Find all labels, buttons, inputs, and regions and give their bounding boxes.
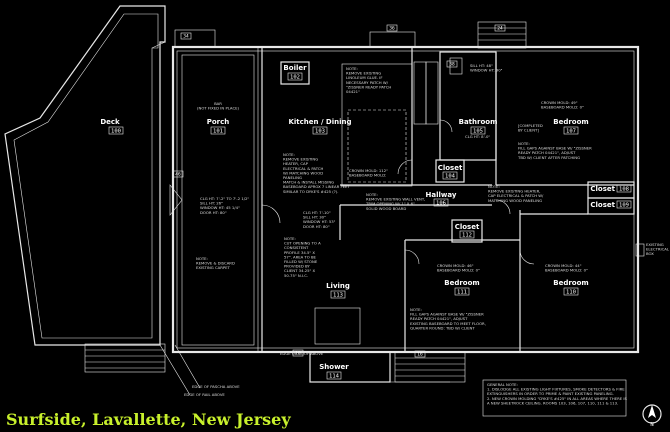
rear-stairs [174, 21, 527, 49]
svg-text:36: 36 [389, 26, 395, 32]
dimension-tags: 34 46 36 38 24 10 16 [172, 24, 506, 358]
room-label-bedroom-111: Bedroom 111 [444, 279, 479, 296]
svg-text:46: 46 [175, 172, 181, 178]
svg-text:102: 102 [290, 75, 300, 81]
annotation-notes: BAR(NOT FIXED IN PLACE) NOTE:REMOVE EXIST… [184, 63, 670, 405]
room-label-closet-108: Closet 108 [590, 184, 632, 193]
room-label-closet-109: Closet 109 [590, 200, 632, 209]
room-label-living: Living 113 [326, 282, 350, 299]
svg-text:109: 109 [619, 203, 629, 209]
note-bar: BAR(NOT FIXED IN PLACE) [197, 101, 240, 111]
svg-text:111: 111 [457, 290, 467, 296]
svg-text:107: 107 [566, 129, 576, 135]
svg-text:Bedroom: Bedroom [553, 118, 588, 126]
svg-text:Bedroom: Bedroom [553, 279, 588, 287]
dimension-tag: 46 [172, 170, 184, 178]
note-general: GENERAL NOTE:1. DISLODGE ALL EXISTING LI… [487, 382, 627, 405]
dimension-tag: 36 [386, 24, 398, 32]
note-edge-pacha: EDGE OF PASCHA ABOVE [192, 384, 240, 389]
room-label-bedroom-107: Bedroom 107 [553, 118, 588, 135]
dimension-tag: 38 [446, 60, 458, 68]
room-label-porch: Porch 101 [207, 118, 230, 135]
dimension-tag: 16 [414, 350, 426, 358]
room-label-bathroom: Bathroom 105 [459, 118, 498, 135]
svg-text:24: 24 [497, 26, 503, 32]
svg-text:Porch: Porch [207, 118, 230, 126]
note-bath-clg: CLG HT: 8'-0" [465, 134, 490, 139]
svg-text:103: 103 [315, 129, 325, 135]
north-arrow-icon: N [642, 404, 662, 428]
electrical-box [635, 243, 645, 257]
note-edge-rail: EDGE OF RAIL ABOVE [184, 392, 225, 397]
dimension-tag: 10 [292, 349, 304, 357]
svg-text:105: 105 [473, 129, 483, 135]
svg-text:101: 101 [213, 129, 223, 135]
svg-text:Kitchen / Dining: Kitchen / Dining [288, 118, 351, 126]
svg-text:112: 112 [462, 233, 472, 239]
svg-text:Deck: Deck [100, 118, 120, 126]
svg-text:Shower: Shower [319, 363, 349, 371]
svg-text:Closet: Closet [590, 185, 615, 193]
svg-text:Closet: Closet [455, 223, 480, 231]
note-porch-clg: CLG HT: 7'-2" TO 7'-2 1/2"SILL HT: 26"WI… [200, 196, 249, 215]
svg-text:106: 106 [436, 201, 446, 207]
svg-text:110: 110 [566, 290, 576, 296]
room-label-kitchen: Kitchen / Dining 103 [288, 118, 351, 135]
note-bed110-crown: CROWN MOLD: 44"BASEBOARD MOLD: 0" [545, 263, 588, 273]
note-bed111-crown: CROWN MOLD: 46"BASEBOARD MOLD: 0" [437, 263, 480, 273]
svg-text:Closet: Closet [438, 164, 463, 172]
note-bath-window: SILL HT: 48"WINDOW HT: 30" [470, 63, 503, 73]
svg-text:104: 104 [445, 174, 456, 180]
door-swings [169, 119, 535, 265]
svg-text:16: 16 [417, 352, 423, 358]
room-label-deck: Deck 100 [100, 118, 124, 135]
room-label-closet-104: Closet 104 [438, 164, 463, 180]
svg-text:Living: Living [326, 282, 350, 290]
note-heater-note: NOTE:REMOVE EXISTING HEATER,CAP ELECTRIC… [488, 184, 544, 203]
note-crown112: CROWN MOLD: 112"BASEBOARD MOLD: [349, 168, 388, 178]
room-label-bedroom-110: Bedroom 110 [553, 279, 588, 296]
note-hallway: NOTE:REMOVE EXISTING WALL VENT,TRIM OPEN… [365, 192, 425, 211]
svg-text:10: 10 [295, 351, 301, 357]
dimension-tag: 24 [494, 24, 506, 32]
page-title: Surfside, Lavallette, New Jersey [6, 410, 291, 429]
general-note-box [482, 379, 627, 417]
svg-text:108: 108 [619, 187, 629, 193]
svg-text:N: N [650, 422, 653, 428]
svg-text:Bathroom: Bathroom [459, 118, 498, 126]
note-edge-roof: EDGE OF ROOF ABOVE [280, 351, 324, 356]
svg-text:114: 114 [329, 374, 340, 380]
interior-walls [181, 47, 635, 352]
room-label-shower: Shower 114 [319, 363, 349, 380]
svg-text:34: 34 [183, 34, 189, 40]
room-label-hallway: Hallway 106 [426, 191, 457, 207]
svg-text:Closet: Closet [590, 201, 615, 209]
svg-text:100: 100 [111, 129, 121, 135]
svg-text:38: 38 [449, 62, 455, 68]
svg-text:Bedroom: Bedroom [444, 279, 479, 287]
room-label-boiler: Boiler 102 [283, 64, 307, 81]
note-living-clg: CLG HT: 7'-10"SILL HT: 30"WINDOW HT: 53"… [303, 210, 336, 229]
svg-text:113: 113 [333, 293, 343, 299]
note-bed107-crown: CROWN MOLD: 49"BASEBOARD MOLD: 0" [541, 100, 584, 110]
shower-structure [309, 351, 466, 383]
room-label-closet-112: Closet 112 [455, 223, 480, 239]
dimension-tag: 34 [180, 32, 192, 40]
front-stairs [84, 343, 201, 396]
svg-text:Boiler: Boiler [283, 64, 307, 72]
deck-outline [4, 5, 166, 346]
svg-text:Hallway: Hallway [426, 191, 457, 199]
